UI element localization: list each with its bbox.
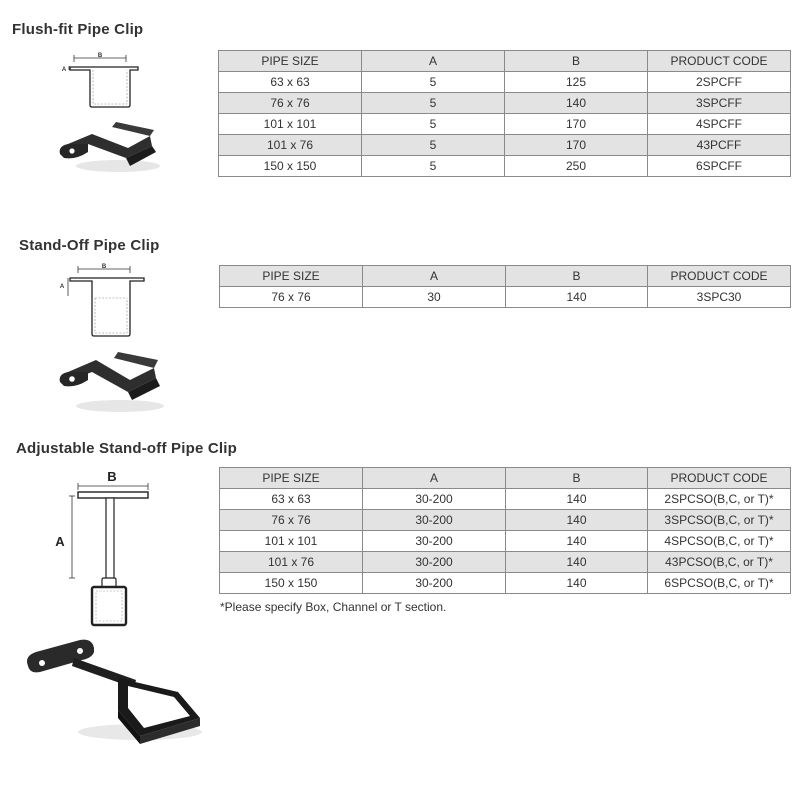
a-cell: 30-200: [362, 488, 506, 510]
table-header-row: PIPE SIZE A B PRODUCT CODE: [219, 265, 791, 287]
column-header: PIPE SIZE: [218, 50, 362, 72]
product-code-cell: 3SPC30: [647, 286, 791, 308]
pipe-size-cell: 76 x 76: [219, 509, 363, 531]
product-code-cell: 3SPCSO(B,C, or T)*: [647, 509, 791, 531]
table-row: 150 x 150 5 250 6SPCFF: [218, 155, 791, 177]
table-row: 76 x 76 30-200 140 3SPCSO(B,C, or T)*: [219, 509, 791, 531]
table-row: 101 x 76 5 170 43PCFF: [218, 134, 791, 156]
column-header: A: [362, 265, 506, 287]
column-header: A: [362, 467, 506, 489]
product-code-cell: 4SPCFF: [647, 113, 791, 135]
column-header: PRODUCT CODE: [647, 467, 791, 489]
b-cell: 140: [504, 92, 648, 114]
stand-off-dimension-diagram: B A: [60, 264, 145, 337]
stand-off-table: PIPE SIZE A B PRODUCT CODE 76 x 76 30 14…: [219, 265, 791, 308]
column-header: A: [361, 50, 505, 72]
adjustable-b-label: B: [107, 469, 116, 484]
a-cell: 5: [361, 134, 505, 156]
pipe-size-cell: 63 x 63: [218, 71, 362, 93]
a-cell: 30-200: [362, 509, 506, 531]
a-cell: 5: [361, 155, 505, 177]
b-cell: 250: [504, 155, 648, 177]
pipe-size-cell: 76 x 76: [219, 286, 363, 308]
product-code-cell: 3SPCFF: [647, 92, 791, 114]
pipe-size-cell: 150 x 150: [219, 572, 363, 594]
pipe-size-cell: 101 x 76: [218, 134, 362, 156]
flush-fit-dimension-diagram: B A: [62, 53, 139, 108]
flush-fit-title: Flush-fit Pipe Clip: [12, 21, 144, 38]
table-row: 101 x 101 30-200 140 4SPCSO(B,C, or T)*: [219, 530, 791, 552]
pipe-size-cell: 63 x 63: [219, 488, 363, 510]
a-cell: 5: [361, 92, 505, 114]
table-header-row: PIPE SIZE A B PRODUCT CODE: [218, 50, 791, 72]
a-cell: 30-200: [362, 551, 506, 573]
pipe-size-cell: 101 x 76: [219, 551, 363, 573]
b-cell: 140: [505, 509, 648, 531]
product-code-cell: 43PCFF: [647, 134, 791, 156]
stand-off-clip-image: [59, 352, 164, 412]
pipe-size-cell: 101 x 101: [218, 113, 362, 135]
column-header: PIPE SIZE: [219, 467, 363, 489]
a-cell: 5: [361, 71, 505, 93]
column-header: B: [505, 265, 648, 287]
section-specification-note: *Please specify Box, Channel or T sectio…: [220, 600, 447, 614]
product-code-cell: 2SPCFF: [647, 71, 791, 93]
product-code-cell: 43PCSO(B,C, or T)*: [647, 551, 791, 573]
table-row: 63 x 63 30-200 140 2SPCSO(B,C, or T)*: [219, 488, 791, 510]
table-row: 101 x 76 30-200 140 43PCSO(B,C, or T)*: [219, 551, 791, 573]
column-header: PIPE SIZE: [219, 265, 363, 287]
table-header-row: PIPE SIZE A B PRODUCT CODE: [219, 467, 791, 489]
column-header: PRODUCT CODE: [647, 50, 791, 72]
table-row: 76 x 76 30 140 3SPC30: [219, 286, 791, 308]
flush-fit-b-label: B: [98, 53, 103, 59]
product-code-cell: 4SPCSO(B,C, or T)*: [647, 530, 791, 552]
pipe-size-cell: 101 x 101: [219, 530, 363, 552]
column-header: B: [505, 467, 648, 489]
a-cell: 30-200: [362, 530, 506, 552]
stand-off-a-label: A: [60, 284, 65, 290]
b-cell: 140: [505, 551, 648, 573]
a-cell: 5: [361, 113, 505, 135]
flush-fit-clip-image: [59, 122, 160, 172]
adjustable-a-label: A: [55, 534, 65, 549]
adjustable-dimension-diagram: B A: [55, 469, 149, 627]
table-row: 101 x 101 5 170 4SPCFF: [218, 113, 791, 135]
b-cell: 140: [505, 572, 648, 594]
product-code-cell: 6SPCSO(B,C, or T)*: [647, 572, 791, 594]
table-row: 150 x 150 30-200 140 6SPCSO(B,C, or T)*: [219, 572, 791, 594]
a-cell: 30: [362, 286, 506, 308]
flush-fit-table: PIPE SIZE A B PRODUCT CODE 63 x 63 5 125…: [218, 50, 791, 177]
flush-fit-a-label: A: [62, 67, 67, 73]
table-row: 76 x 76 5 140 3SPCFF: [218, 92, 791, 114]
column-header: PRODUCT CODE: [647, 265, 791, 287]
pipe-size-cell: 150 x 150: [218, 155, 362, 177]
b-cell: 140: [505, 286, 648, 308]
b-cell: 140: [505, 530, 648, 552]
b-cell: 125: [504, 71, 648, 93]
b-cell: 170: [504, 134, 648, 156]
column-header: B: [504, 50, 648, 72]
adjustable-stand-off-table: PIPE SIZE A B PRODUCT CODE 63 x 63 30-20…: [219, 467, 791, 594]
b-cell: 140: [505, 488, 648, 510]
product-code-cell: 6SPCFF: [647, 155, 791, 177]
product-code-cell: 2SPCSO(B,C, or T)*: [647, 488, 791, 510]
table-row: 63 x 63 5 125 2SPCFF: [218, 71, 791, 93]
a-cell: 30-200: [362, 572, 506, 594]
b-cell: 170: [504, 113, 648, 135]
stand-off-b-label: B: [102, 264, 107, 270]
stand-off-title: Stand-Off Pipe Clip: [19, 237, 160, 254]
adjustable-clip-image: [27, 639, 202, 744]
adjustable-stand-off-title: Adjustable Stand-off Pipe Clip: [16, 440, 238, 457]
pipe-size-cell: 76 x 76: [218, 92, 362, 114]
